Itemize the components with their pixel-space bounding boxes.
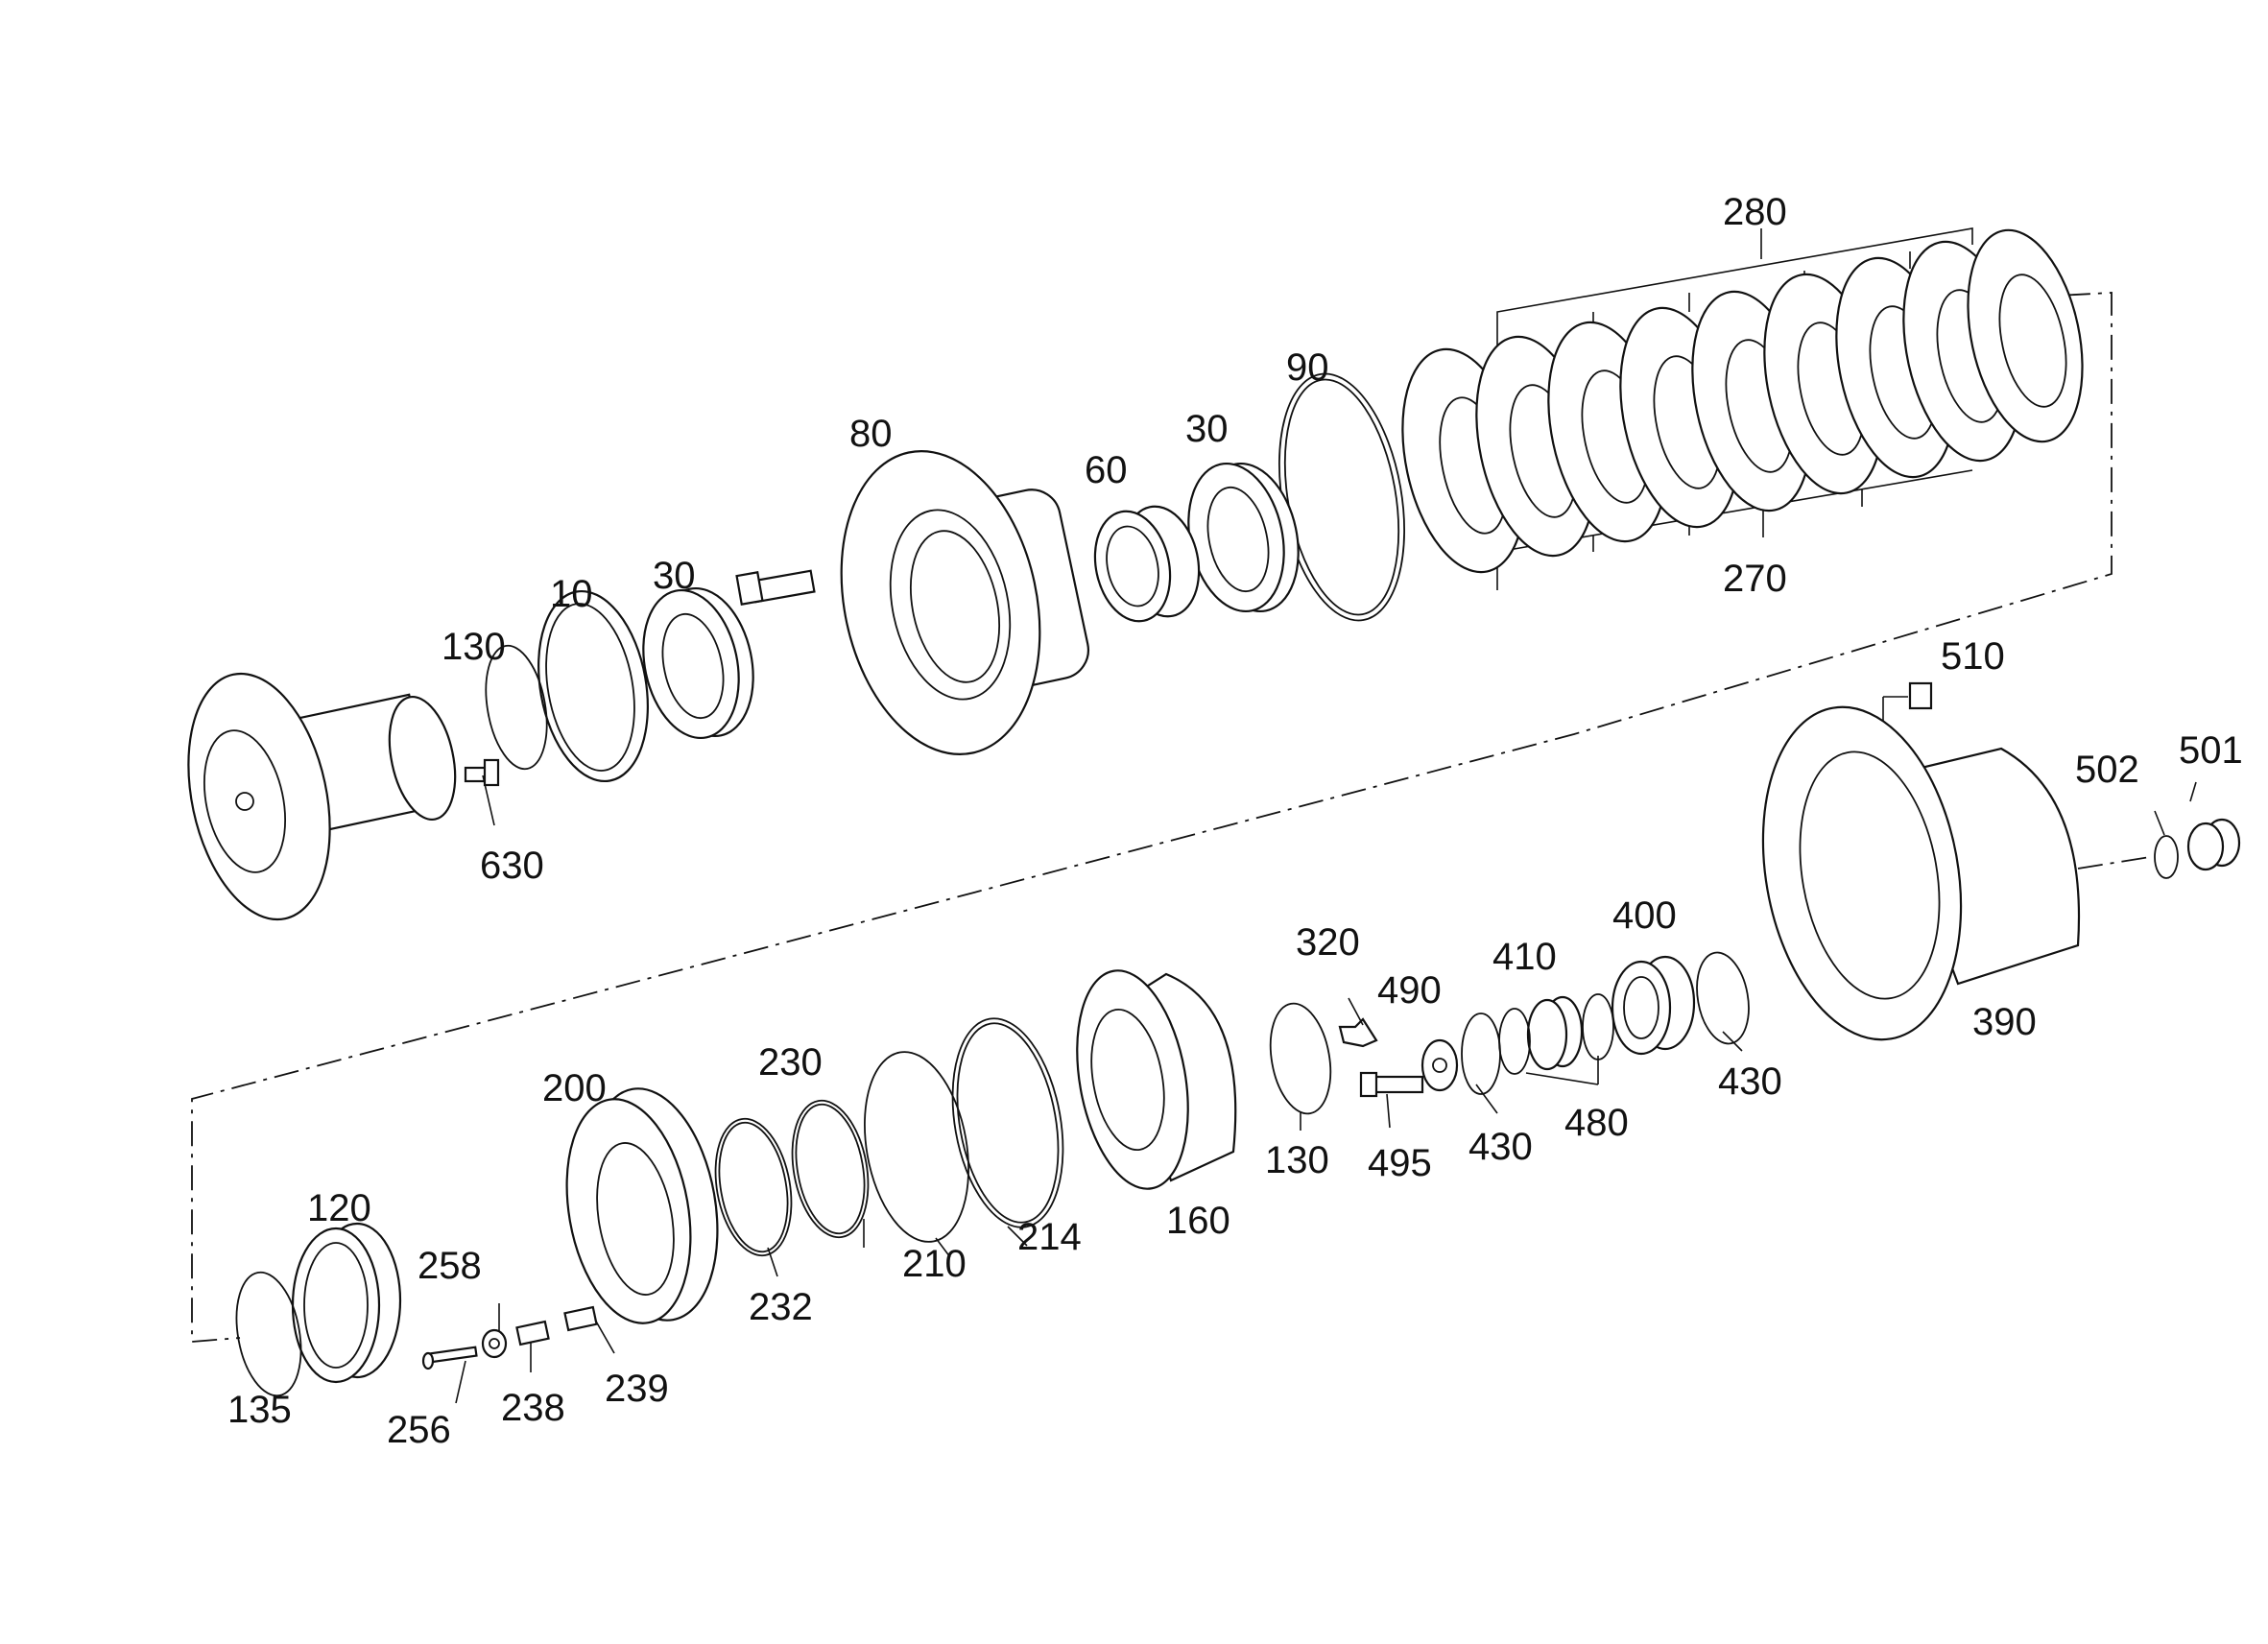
label-410: 410 [1492, 936, 1557, 978]
bearing-410 [1526, 995, 1584, 1071]
label-630: 630 [480, 845, 544, 887]
label-490: 490 [1377, 969, 1442, 1012]
plug-501 [2186, 818, 2241, 871]
screw-495 [1359, 1071, 1424, 1098]
sleeve-60 [1093, 505, 1201, 623]
label-130-upper: 130 [442, 626, 506, 668]
hub-bolt [735, 569, 816, 606]
wheel-hub-80 [840, 450, 1089, 755]
label-239: 239 [605, 1368, 669, 1410]
spring-238 [515, 1320, 550, 1346]
piston-200 [565, 1087, 719, 1324]
label-130-lower: 130 [1265, 1139, 1329, 1181]
label-160: 160 [1166, 1200, 1230, 1242]
label-495: 495 [1368, 1142, 1432, 1184]
label-10: 10 [550, 573, 593, 615]
callout-labels: 280 270 90 80 60 30 30 10 130 630 510 50… [227, 191, 2243, 1451]
label-501: 501 [2179, 729, 2243, 772]
snap-ring-130-lower [1269, 1002, 1332, 1115]
ring-480-b [1498, 1008, 1531, 1075]
screw-630 [464, 758, 500, 787]
label-400: 400 [1612, 894, 1677, 937]
label-320: 320 [1296, 921, 1360, 964]
label-256: 256 [387, 1409, 451, 1451]
label-60: 60 [1085, 449, 1128, 491]
spring-239 [563, 1305, 598, 1332]
assembly-axis-line-right [2077, 856, 2151, 870]
snap-ring-130-upper [485, 644, 548, 771]
label-280: 280 [1723, 191, 1787, 233]
label-30-lower: 30 [653, 555, 696, 597]
callout-leaders [455, 774, 2197, 1404]
label-135: 135 [227, 1389, 292, 1431]
circlip-502 [2154, 835, 2179, 879]
bolt-256 [421, 1346, 478, 1370]
nut-258 [481, 1328, 508, 1359]
label-210: 210 [902, 1243, 967, 1285]
ring-232 [714, 1117, 793, 1257]
label-510: 510 [1941, 635, 2005, 678]
o-ring-210 [864, 1051, 969, 1243]
label-80: 80 [849, 413, 893, 455]
piston-housing-160 [1076, 969, 1237, 1190]
spindle-flange [187, 672, 457, 921]
ring-480-a [1582, 993, 1614, 1060]
washer-490 [1420, 1038, 1459, 1092]
label-200: 200 [542, 1067, 607, 1109]
gear-400 [1611, 955, 1696, 1056]
label-480: 480 [1564, 1102, 1629, 1144]
label-430-right: 430 [1718, 1060, 1782, 1103]
friction-disc-pack [1401, 228, 2084, 574]
ring-gear-120 [291, 1222, 402, 1384]
label-502: 502 [2075, 749, 2139, 791]
label-230: 230 [758, 1041, 823, 1084]
label-232: 232 [749, 1286, 813, 1328]
label-390: 390 [1972, 1001, 2037, 1043]
label-30-upper: 30 [1185, 408, 1229, 450]
label-270: 270 [1723, 558, 1787, 600]
label-214: 214 [1017, 1216, 1082, 1258]
label-90: 90 [1286, 346, 1329, 389]
bearing-30-upper [1187, 462, 1300, 613]
tab-washer-320 [1338, 1017, 1378, 1048]
seal-10 [537, 589, 649, 783]
bearing-30-lower [642, 586, 754, 740]
assembly-axis-line [191, 292, 2113, 1343]
label-258: 258 [418, 1245, 482, 1287]
label-430-left: 430 [1468, 1126, 1533, 1168]
snap-ring-430-right [1696, 951, 1750, 1045]
ring-230 [791, 1099, 870, 1239]
housing-390 [1761, 705, 2081, 1041]
o-ring-214 [951, 1017, 1064, 1228]
label-238: 238 [501, 1387, 565, 1429]
label-120: 120 [307, 1187, 371, 1229]
snap-ring-430-left [1461, 1013, 1501, 1095]
snap-ring-135 [235, 1271, 302, 1397]
